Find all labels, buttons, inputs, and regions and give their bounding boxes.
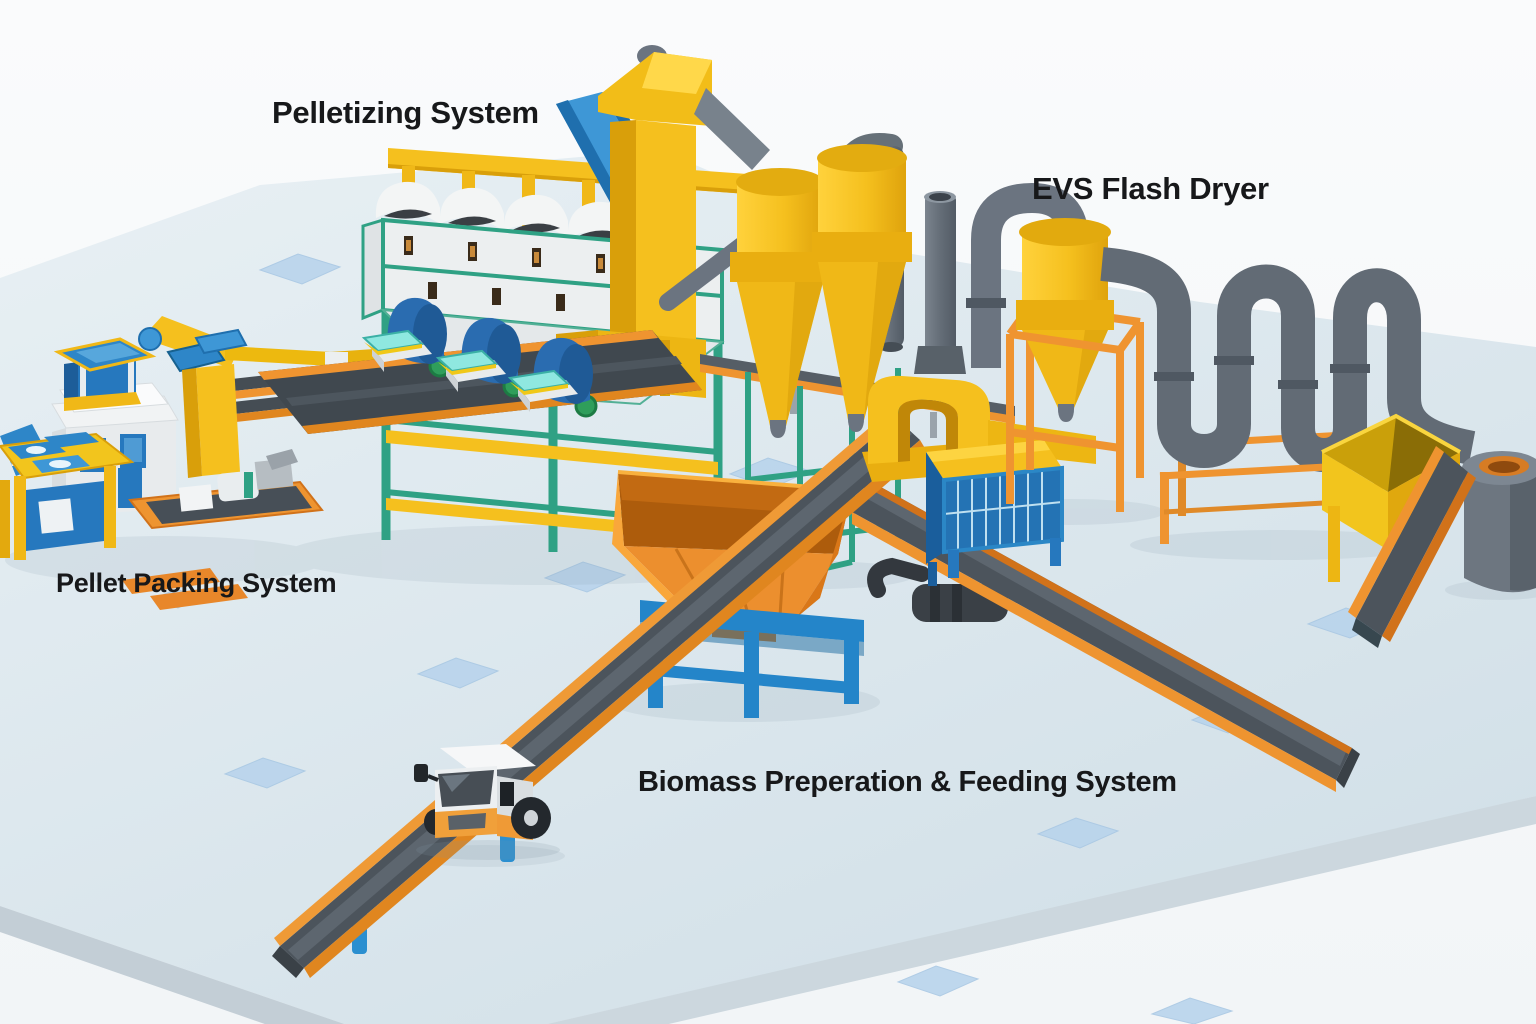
label-biomass-feeding-system: Biomass Preperation & Feeding System xyxy=(638,766,1177,798)
storage-drum xyxy=(1462,451,1536,593)
pelletizing-system xyxy=(258,45,858,565)
floor-edge-left xyxy=(0,906,345,1024)
floor-edge-right xyxy=(547,796,1536,1024)
pellet-cooling-cyclones xyxy=(659,133,912,577)
packing-tower xyxy=(196,364,240,476)
pellet-packing-system xyxy=(0,316,348,610)
label-pellet-packing-system: Pellet Packing System xyxy=(56,568,336,598)
receiving-area xyxy=(1321,413,1536,648)
bin-discharge-chute xyxy=(1348,446,1476,648)
delivery-truck xyxy=(414,744,560,860)
pellet-mills xyxy=(361,297,598,418)
label-evs-flash-dryer: EVS Flash Dryer xyxy=(1032,171,1269,206)
evs-flash-dryer xyxy=(1006,218,1476,544)
pellet-mill-deck xyxy=(258,330,702,434)
dust-filter-box xyxy=(926,440,1064,586)
packing-table xyxy=(0,432,135,560)
flash-dryer-cyclone xyxy=(1016,218,1114,422)
elevator-spout xyxy=(694,88,770,170)
label-pelletizing-system: Pelletizing System xyxy=(272,95,539,130)
crane-joint xyxy=(138,327,162,351)
cyclone-right xyxy=(812,144,912,432)
bag-pallet xyxy=(122,449,324,610)
labels: Pelletizing System EVS Flash Dryer Pelle… xyxy=(56,95,1269,798)
